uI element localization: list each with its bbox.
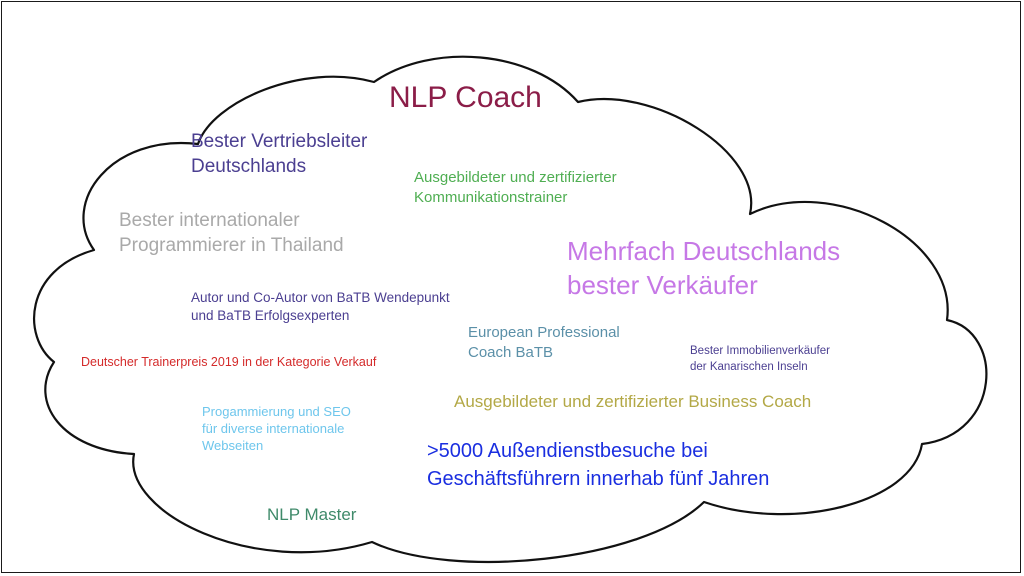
business-coach-label: Ausgebildeter und zertifizierter Busines… bbox=[454, 392, 812, 411]
trainerpreis-label: Deutscher Trainerpreis 2019 in der Kateg… bbox=[81, 355, 377, 369]
cloud-outline bbox=[33, 55, 988, 564]
nlp-master-label: NLP Master bbox=[267, 505, 357, 524]
nlp-coach-label: NLP Coach bbox=[389, 81, 542, 114]
